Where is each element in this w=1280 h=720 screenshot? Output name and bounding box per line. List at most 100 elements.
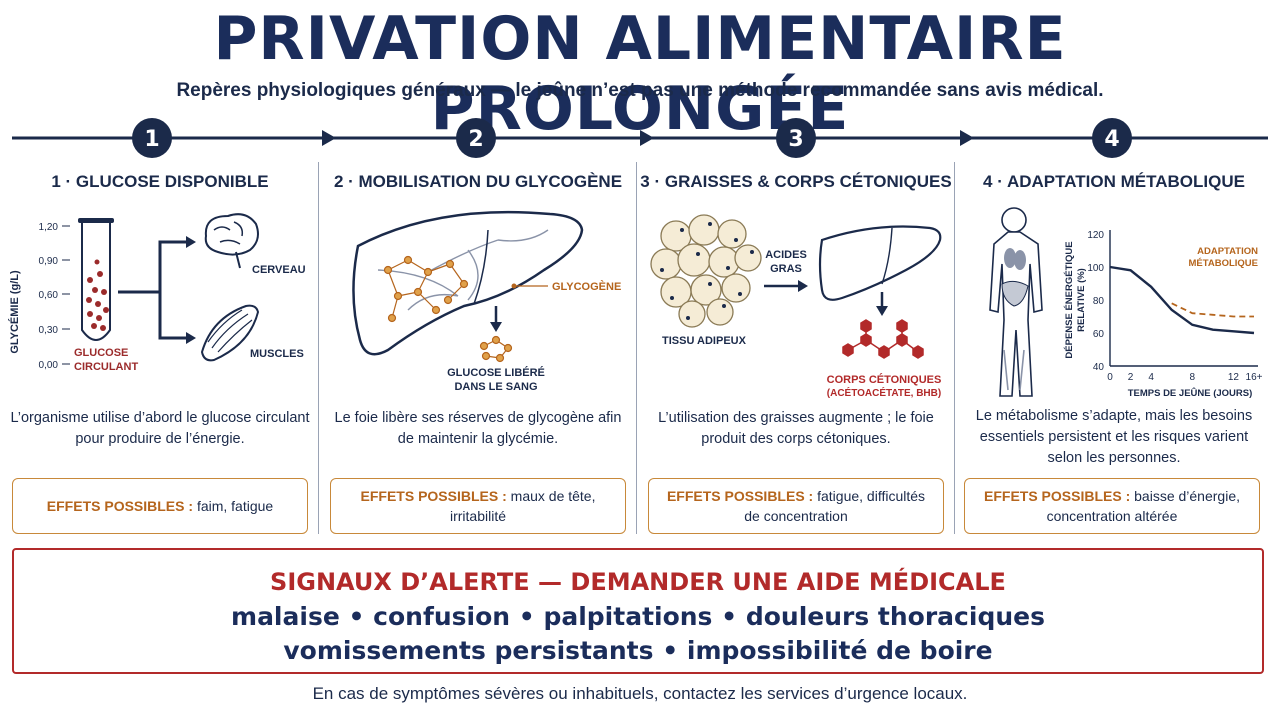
svg-text:ACIDES: ACIDES (765, 249, 807, 261)
svg-text:DANS LE SANG: DANS LE SANG (454, 381, 537, 393)
arrow-right-icon (798, 280, 808, 292)
y-tick-label: 100 (1087, 263, 1104, 274)
column-divider (954, 162, 955, 534)
svg-text:2: 2 (468, 127, 483, 152)
ketone-molecule-icon (842, 319, 924, 359)
y-tick-label: 40 (1093, 362, 1105, 373)
step-badge-3: 3 (776, 118, 816, 158)
step-2-title: 2 · MOBILISATION DU GLYCOGÈNE (333, 172, 623, 191)
svg-text:0,60: 0,60 (39, 290, 59, 301)
chart-annotation: ADAPTATION (1197, 246, 1258, 257)
effects-label: EFFETS POSSIBLES : (666, 488, 814, 504)
step-2-effects-box: EFFETS POSSIBLES : maux de tête, irritab… (330, 478, 626, 534)
svg-text:GLYCOGÈNE: GLYCOGÈNE (552, 280, 621, 293)
glucose-illustration: GLYCÉMIE (g/L) 1,20 0,90 0,60 0,30 0,00 … (8, 213, 306, 373)
svg-text:3: 3 (788, 127, 803, 152)
timeline: 1 2 3 4 (12, 118, 1268, 158)
step-3-effects-box: EFFETS POSSIBLES : fatigue, difficultés … (648, 478, 944, 534)
alert-box: SIGNAUX D’ALERTE — DEMANDER UNE AIDE MÉD… (12, 548, 1264, 674)
arrow-right-icon (186, 236, 196, 248)
footer-note: En cas de symptômes sévères ou inhabitue… (312, 684, 968, 703)
glucose-molecule-icon (479, 335, 513, 363)
energy-series-line (1109, 265, 1255, 335)
y-tick-label: 60 (1093, 329, 1105, 340)
svg-text:0,30: 0,30 (39, 325, 59, 336)
svg-text:GLUCOSE LIBÉRÉ: GLUCOSE LIBÉRÉ (447, 366, 545, 379)
x-tick-label: 0 (1107, 372, 1113, 383)
effects-text: baisse d’énergie, concentration altérée (1046, 488, 1240, 524)
y-axis-label: DÉPENSE ÉNERGÉTIQUE (1064, 241, 1075, 358)
svg-text:CERVEAU: CERVEAU (252, 264, 306, 276)
step-1-description: L’organisme utilise d’abord le glucose c… (10, 410, 310, 447)
step-2-description: Le foie libère ses réserves de glycogène… (334, 410, 622, 447)
svg-text:1,20: 1,20 (39, 222, 59, 233)
page-title: PRIVATION ALIMENTAIRE PROLONGÉE (213, 4, 1067, 144)
liver-icon (818, 225, 942, 301)
arrow-down-icon (876, 306, 888, 316)
step-2-panel: 2 · MOBILISATION DU GLYCOGÈNE GLYCOGÈNE … (318, 160, 638, 540)
liver-illustration: GLYCOGÈNE GLUCOSE LIBÉRÉ DANS LE SANG (352, 210, 621, 393)
x-tick-label: 16+ (1246, 372, 1263, 383)
step-1-title: 1 · GLUCOSE DISPONIBLE (51, 172, 269, 191)
step-badge-1: 1 (132, 118, 172, 158)
alert-symptoms-line-2: vomissements persistants • impossibilité… (283, 636, 993, 665)
step-1-effects-box: EFFETS POSSIBLES : faim, fatigue (12, 478, 308, 534)
glycogen-network-icon (383, 255, 469, 323)
step-badge-4: 4 (1092, 118, 1132, 158)
x-tick-label: 12 (1228, 372, 1240, 383)
step-4-title: 4 · ADAPTATION MÉTABOLIQUE (983, 172, 1245, 191)
svg-text:1: 1 (144, 127, 159, 152)
y-tick-label: 80 (1093, 296, 1105, 307)
timeline-arrow-icon (640, 130, 654, 146)
adaptation-illustration: 120 100 80 60 400 2 4 8 12 16+ TEMPS DE JEÛNE (JOU… (989, 207, 1263, 399)
alert-title: SIGNAUX D’ALERTE — DEMANDER UNE AIDE MÉD… (270, 568, 1006, 596)
column-divider (318, 162, 319, 534)
step-4-effects-box: EFFETS POSSIBLES : baisse d’énergie, con… (964, 478, 1260, 534)
x-tick-label: 4 (1148, 372, 1154, 383)
muscle-icon (200, 304, 260, 362)
svg-text:CORPS CÉTONIQUES: CORPS CÉTONIQUES (827, 373, 942, 386)
svg-text:4: 4 (1104, 127, 1119, 152)
brain-icon (204, 213, 259, 269)
step-3-description: L’utilisation des graisses augmente ; le… (658, 410, 934, 447)
arrow-right-icon (186, 332, 196, 344)
svg-text:CIRCULANT: CIRCULANT (74, 361, 138, 373)
svg-text:0,00: 0,00 (39, 360, 59, 371)
svg-text:TISSU ADIPEUX: TISSU ADIPEUX (662, 335, 747, 347)
x-tick-label: 2 (1128, 372, 1134, 383)
human-body-icon (989, 207, 1043, 397)
effects-label: EFFETS POSSIBLES : (984, 488, 1131, 504)
svg-text:GRAS: GRAS (770, 263, 802, 275)
x-tick-label: 8 (1190, 372, 1196, 383)
fat-cells-icon (650, 214, 762, 328)
timeline-arrow-icon (960, 130, 974, 146)
page-subtitle: Repères physiologiques généraux — le jeû… (176, 80, 1104, 101)
y-axis-label: RELATIVE (%) (1076, 268, 1087, 332)
alert-symptoms-line-1: malaise • confusion • palpitations • dou… (231, 602, 1045, 631)
arrow-down-icon (490, 322, 502, 332)
y-tick-label: 120 (1087, 230, 1104, 241)
timeline-arrow-icon (322, 130, 336, 146)
step-4-description: Le métabolisme s’adapte, mais les besoin… (975, 408, 1253, 466)
energy-chart: 120 100 80 60 400 2 4 8 12 16+ TEMPS DE JEÛNE (JOU… (1064, 230, 1263, 399)
x-axis-label: TEMPS DE JEÛNE (JOURS) (1128, 387, 1253, 399)
adaptation-series-line (1171, 302, 1254, 318)
effects-text: fatigue, difficultés de concentration (744, 488, 926, 524)
step-badge-2: 2 (456, 118, 496, 158)
svg-text:MUSCLES: MUSCLES (250, 348, 304, 360)
effects-text: maux de tête, irritabilité (449, 488, 596, 524)
step-1-panel: 1 · GLUCOSE DISPONIBLE GLYCÉMIE (g/L) 1,… (0, 160, 320, 540)
chart-annotation: MÉTABOLIQUE (1189, 258, 1259, 269)
effects-text: faim, fatigue (196, 498, 274, 514)
svg-text:GLUCOSE: GLUCOSE (74, 347, 128, 359)
effects-label: EFFETS POSSIBLES : (46, 498, 194, 514)
step-3-panel: 3 · GRAISSES & CORPS CÉTONIQUES TISSU AD… (636, 160, 956, 540)
svg-text:(ACÉTOACÉTATE, BHB): (ACÉTOACÉTATE, BHB) (827, 386, 941, 399)
test-tube-icon (78, 218, 114, 341)
svg-text:GLYCÉMIE (g/L): GLYCÉMIE (g/L) (8, 270, 21, 354)
effects-label: EFFETS POSSIBLES : (360, 488, 507, 504)
adipose-illustration: TISSU ADIPEUX ACIDES GRAS CORPS CÉTONIQU… (650, 214, 942, 399)
svg-text:0,90: 0,90 (39, 256, 59, 267)
column-divider (636, 162, 637, 534)
